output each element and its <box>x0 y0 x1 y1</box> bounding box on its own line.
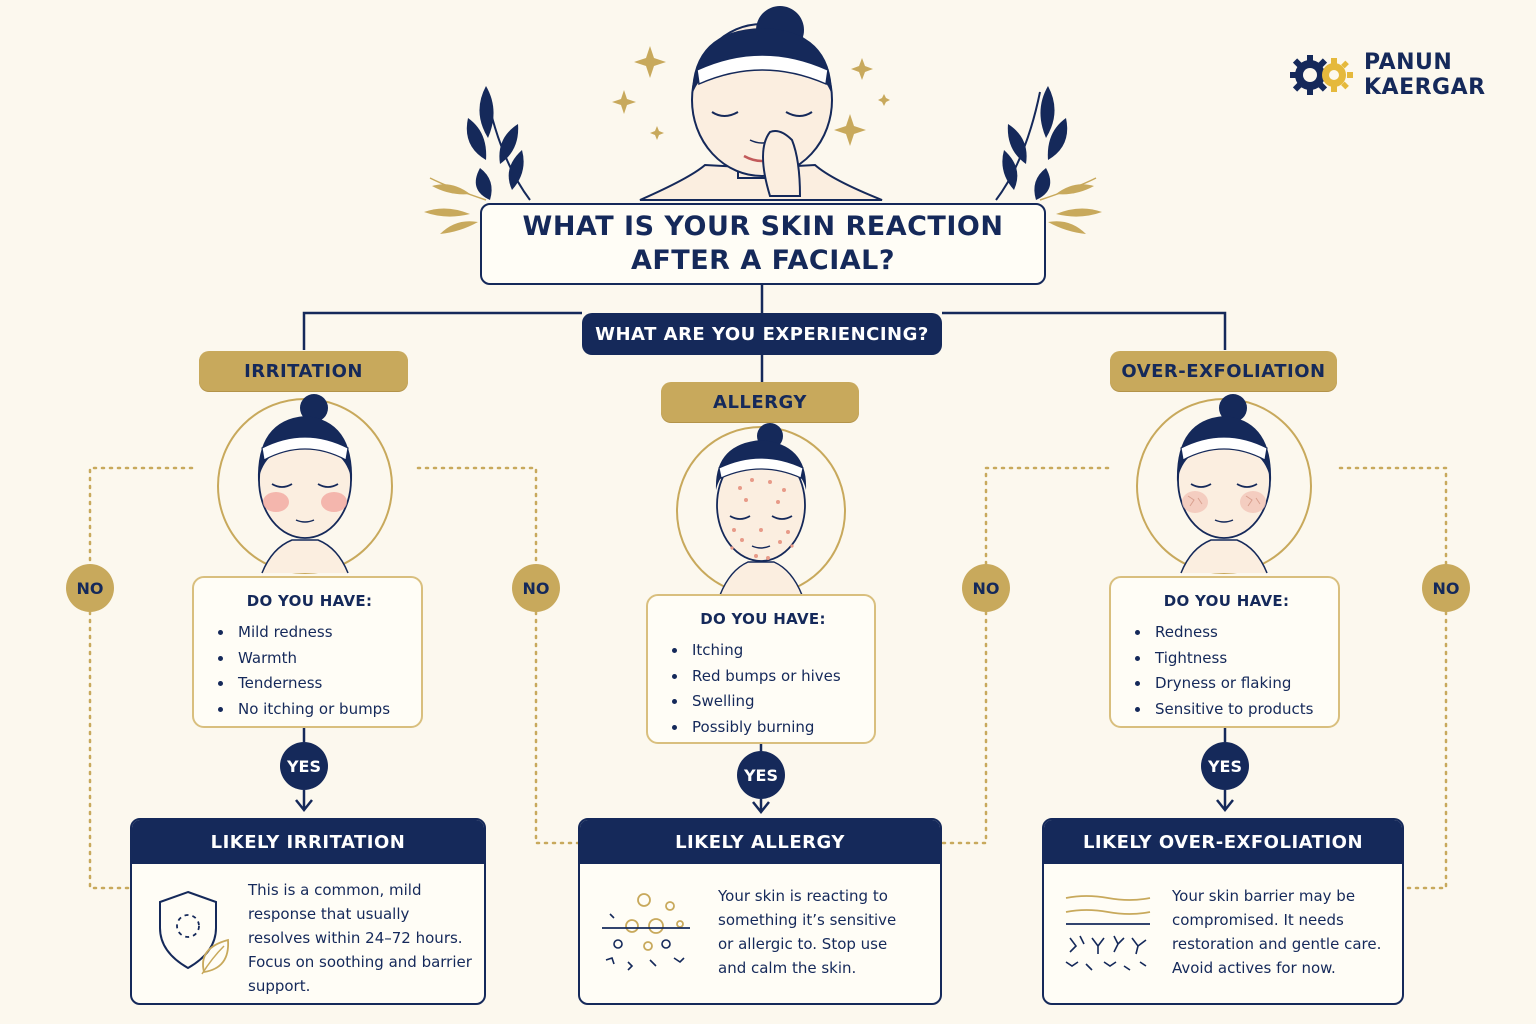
symptom-item: Sensitive to products <box>1151 697 1320 723</box>
symptoms-title: DO YOU HAVE: <box>246 592 373 610</box>
skin-barrier-icon <box>1065 895 1151 971</box>
symptoms-title: DO YOU HAVE: <box>1163 592 1290 610</box>
over-exfoliation-face-portrait <box>1136 394 1312 574</box>
yes-allergy-button[interactable]: YES <box>737 751 785 799</box>
result-text-line: This is a common, mild <box>248 881 422 899</box>
result-text-line: Your skin barrier may be <box>1172 887 1356 905</box>
symptom-item: Redness <box>1151 620 1320 646</box>
symptom-list: Mild redness Warmth Tenderness No itchin… <box>216 620 403 722</box>
allergen-particles-icon <box>602 893 690 971</box>
result-irritation-card: LIKELY IRRITATION This is a common, mild… <box>130 818 486 1005</box>
title-line-2: AFTER A FACIAL? <box>630 245 896 276</box>
result-description: Your skin barrier may be compromised. It… <box>1172 884 1381 980</box>
symptom-item: Dryness or flaking <box>1151 671 1320 697</box>
brand-name: PANUN KAERGAR <box>1364 50 1486 100</box>
result-text-line: or allergic to. Stop use <box>718 935 888 953</box>
symptom-item: Possibly burning <box>688 715 856 741</box>
result-over-exfoliation-card: LIKELY OVER-EXFOLIATION Your skin barrie… <box>1042 818 1404 1005</box>
symptom-item: No itching or bumps <box>234 697 403 723</box>
symptoms-title: DO YOU HAVE: <box>700 610 826 628</box>
result-text-line: response that usually <box>248 905 410 923</box>
no-over-exfoliation-right-button[interactable]: NO <box>1422 564 1470 612</box>
symptom-list: Itching Red bumps or hives Swelling Poss… <box>670 638 856 740</box>
sparkle-icons <box>612 46 890 146</box>
symptom-item: Mild redness <box>234 620 403 646</box>
dotted-no-connectors <box>88 466 1448 890</box>
no-over-exfoliation-left-button[interactable]: NO <box>962 564 1010 612</box>
shield-leaf-icon <box>159 890 229 975</box>
yes-irritation-button[interactable]: YES <box>280 742 328 790</box>
result-title: LIKELY ALLERGY <box>580 820 940 864</box>
allergy-symptoms-box: DO YOU HAVE: Itching Red bumps or hives … <box>646 594 876 744</box>
no-irritation-left-button[interactable]: NO <box>66 564 114 612</box>
solid-connectors <box>295 285 1234 815</box>
result-allergy-card: LIKELY ALLERGY Your skin is reacting to … <box>578 818 942 1005</box>
symptom-item: Tenderness <box>234 671 403 697</box>
result-description: This is a common, mild response that usu… <box>248 878 472 998</box>
symptom-item: Swelling <box>688 689 856 715</box>
top-woman-illustration <box>639 6 883 201</box>
category-irritation[interactable]: IRRITATION <box>199 351 408 391</box>
symptom-item: Tightness <box>1151 646 1320 672</box>
category-allergy[interactable]: ALLERGY <box>661 382 859 422</box>
title-line-1: WHAT IS YOUR SKIN REACTION <box>522 211 1004 242</box>
gear-logo-icon <box>1290 55 1353 95</box>
yes-over-exfoliation-button[interactable]: YES <box>1201 742 1249 790</box>
result-text-line: Your skin is reacting to <box>718 887 888 905</box>
symptom-item: Itching <box>688 638 856 664</box>
irritation-face-portrait <box>217 394 393 574</box>
result-text-line: restoration and gentle care. <box>1172 935 1382 953</box>
result-text-line: Avoid actives for now. <box>1172 959 1336 977</box>
over-exfoliation-symptoms-box: DO YOU HAVE: Redness Tightness Dryness o… <box>1109 576 1340 728</box>
symptom-item: Red bumps or hives <box>688 664 856 690</box>
result-text-line: and calm the skin. <box>718 959 857 977</box>
brand-name-line1: PANUN <box>1364 50 1453 75</box>
category-over-exfoliation[interactable]: OVER-EXFOLIATION <box>1110 351 1337 391</box>
result-text-line: something it’s sensitive <box>718 911 897 929</box>
left-leaf-branch-icon <box>424 86 531 234</box>
symptom-item: Warmth <box>234 646 403 672</box>
result-text-line: Focus on soothing and barrier <box>248 953 472 971</box>
result-text-line: compromised. It needs <box>1172 911 1344 929</box>
main-question-box: WHAT IS YOUR SKIN REACTION AFTER A FACIA… <box>480 203 1046 285</box>
experience-question-pill: WHAT ARE YOU EXPERIENCING? <box>582 313 942 355</box>
result-title: LIKELY OVER-EXFOLIATION <box>1044 820 1402 864</box>
symptom-list: Redness Tightness Dryness or flaking Sen… <box>1133 620 1320 722</box>
irritation-symptoms-box: DO YOU HAVE: Mild redness Warmth Tendern… <box>192 576 423 728</box>
brand-name-line2: KAERGAR <box>1364 75 1486 100</box>
result-text-line: support. <box>248 977 311 995</box>
result-description: Your skin is reacting to something it’s … <box>718 884 896 980</box>
right-leaf-branch-icon <box>995 86 1102 234</box>
result-text-line: resolves within 24–72 hours. <box>248 929 463 947</box>
no-allergy-button[interactable]: NO <box>512 564 560 612</box>
result-title: LIKELY IRRITATION <box>132 820 484 864</box>
allergy-face-portrait <box>676 423 846 596</box>
